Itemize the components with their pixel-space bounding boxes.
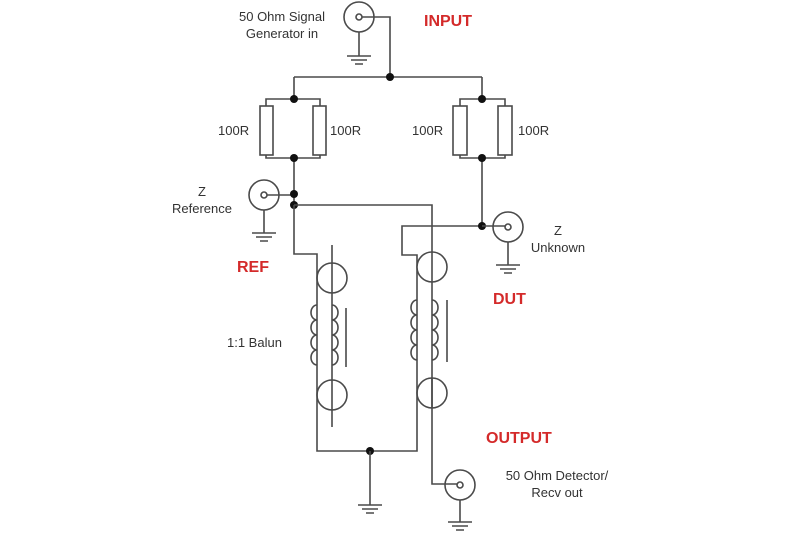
detector-label-line1: 50 Ohm Detector/ bbox=[505, 468, 609, 483]
resistor-r3-label: 100R bbox=[412, 123, 444, 138]
ref-label: REF bbox=[237, 259, 269, 276]
z-reference-connector bbox=[248, 179, 294, 233]
junction-dot bbox=[478, 154, 486, 162]
ground-symbol bbox=[496, 264, 520, 274]
dut-label: DUT bbox=[493, 291, 526, 308]
ground-symbol bbox=[448, 521, 472, 531]
junction-dot bbox=[478, 95, 486, 103]
junction-dot bbox=[290, 95, 298, 103]
z-unknown-connector bbox=[482, 211, 524, 265]
resistor-r2 bbox=[312, 105, 327, 156]
input-label: INPUT bbox=[424, 13, 472, 30]
junction-dot bbox=[386, 73, 394, 81]
z-unknown-label: Z Unknown bbox=[525, 222, 591, 256]
generator-label: 50 Ohm Signal Generator in bbox=[222, 8, 342, 42]
dut-balun bbox=[410, 251, 448, 409]
generator-label-line2: Generator in bbox=[245, 26, 319, 41]
z-unknown-label-line1: Z bbox=[554, 223, 562, 238]
output-label: OUTPUT bbox=[486, 430, 552, 447]
detector-label-line2: Recv out bbox=[531, 485, 583, 500]
resistor-r3 bbox=[452, 105, 468, 156]
resistor-r4 bbox=[497, 105, 513, 156]
resistor-r4-label: 100R bbox=[518, 123, 550, 138]
junction-dot bbox=[290, 154, 298, 162]
wire bbox=[265, 98, 321, 205]
generator-connector bbox=[343, 1, 375, 56]
output-connector bbox=[444, 469, 476, 522]
ground-symbol bbox=[358, 504, 382, 514]
resistor-r1 bbox=[259, 105, 274, 156]
ref-balun bbox=[310, 245, 348, 427]
resistor-r2-label: 100R bbox=[330, 123, 362, 138]
resistor-r1-label: 100R bbox=[218, 123, 250, 138]
z-reference-label-line1: Z bbox=[198, 184, 206, 199]
detector-label: 50 Ohm Detector/ Recv out bbox=[492, 467, 622, 501]
balun-label: 1:1 Balun bbox=[227, 335, 282, 350]
ground-symbol bbox=[347, 55, 371, 65]
z-reference-label-line2: Reference bbox=[172, 201, 232, 216]
z-reference-label: Z Reference bbox=[170, 183, 234, 217]
z-unknown-label-line2: Unknown bbox=[530, 240, 586, 255]
junction-dot bbox=[290, 190, 298, 198]
generator-label-line1: 50 Ohm Signal bbox=[239, 9, 325, 24]
wire bbox=[293, 204, 482, 485]
ground-symbol bbox=[252, 232, 276, 242]
